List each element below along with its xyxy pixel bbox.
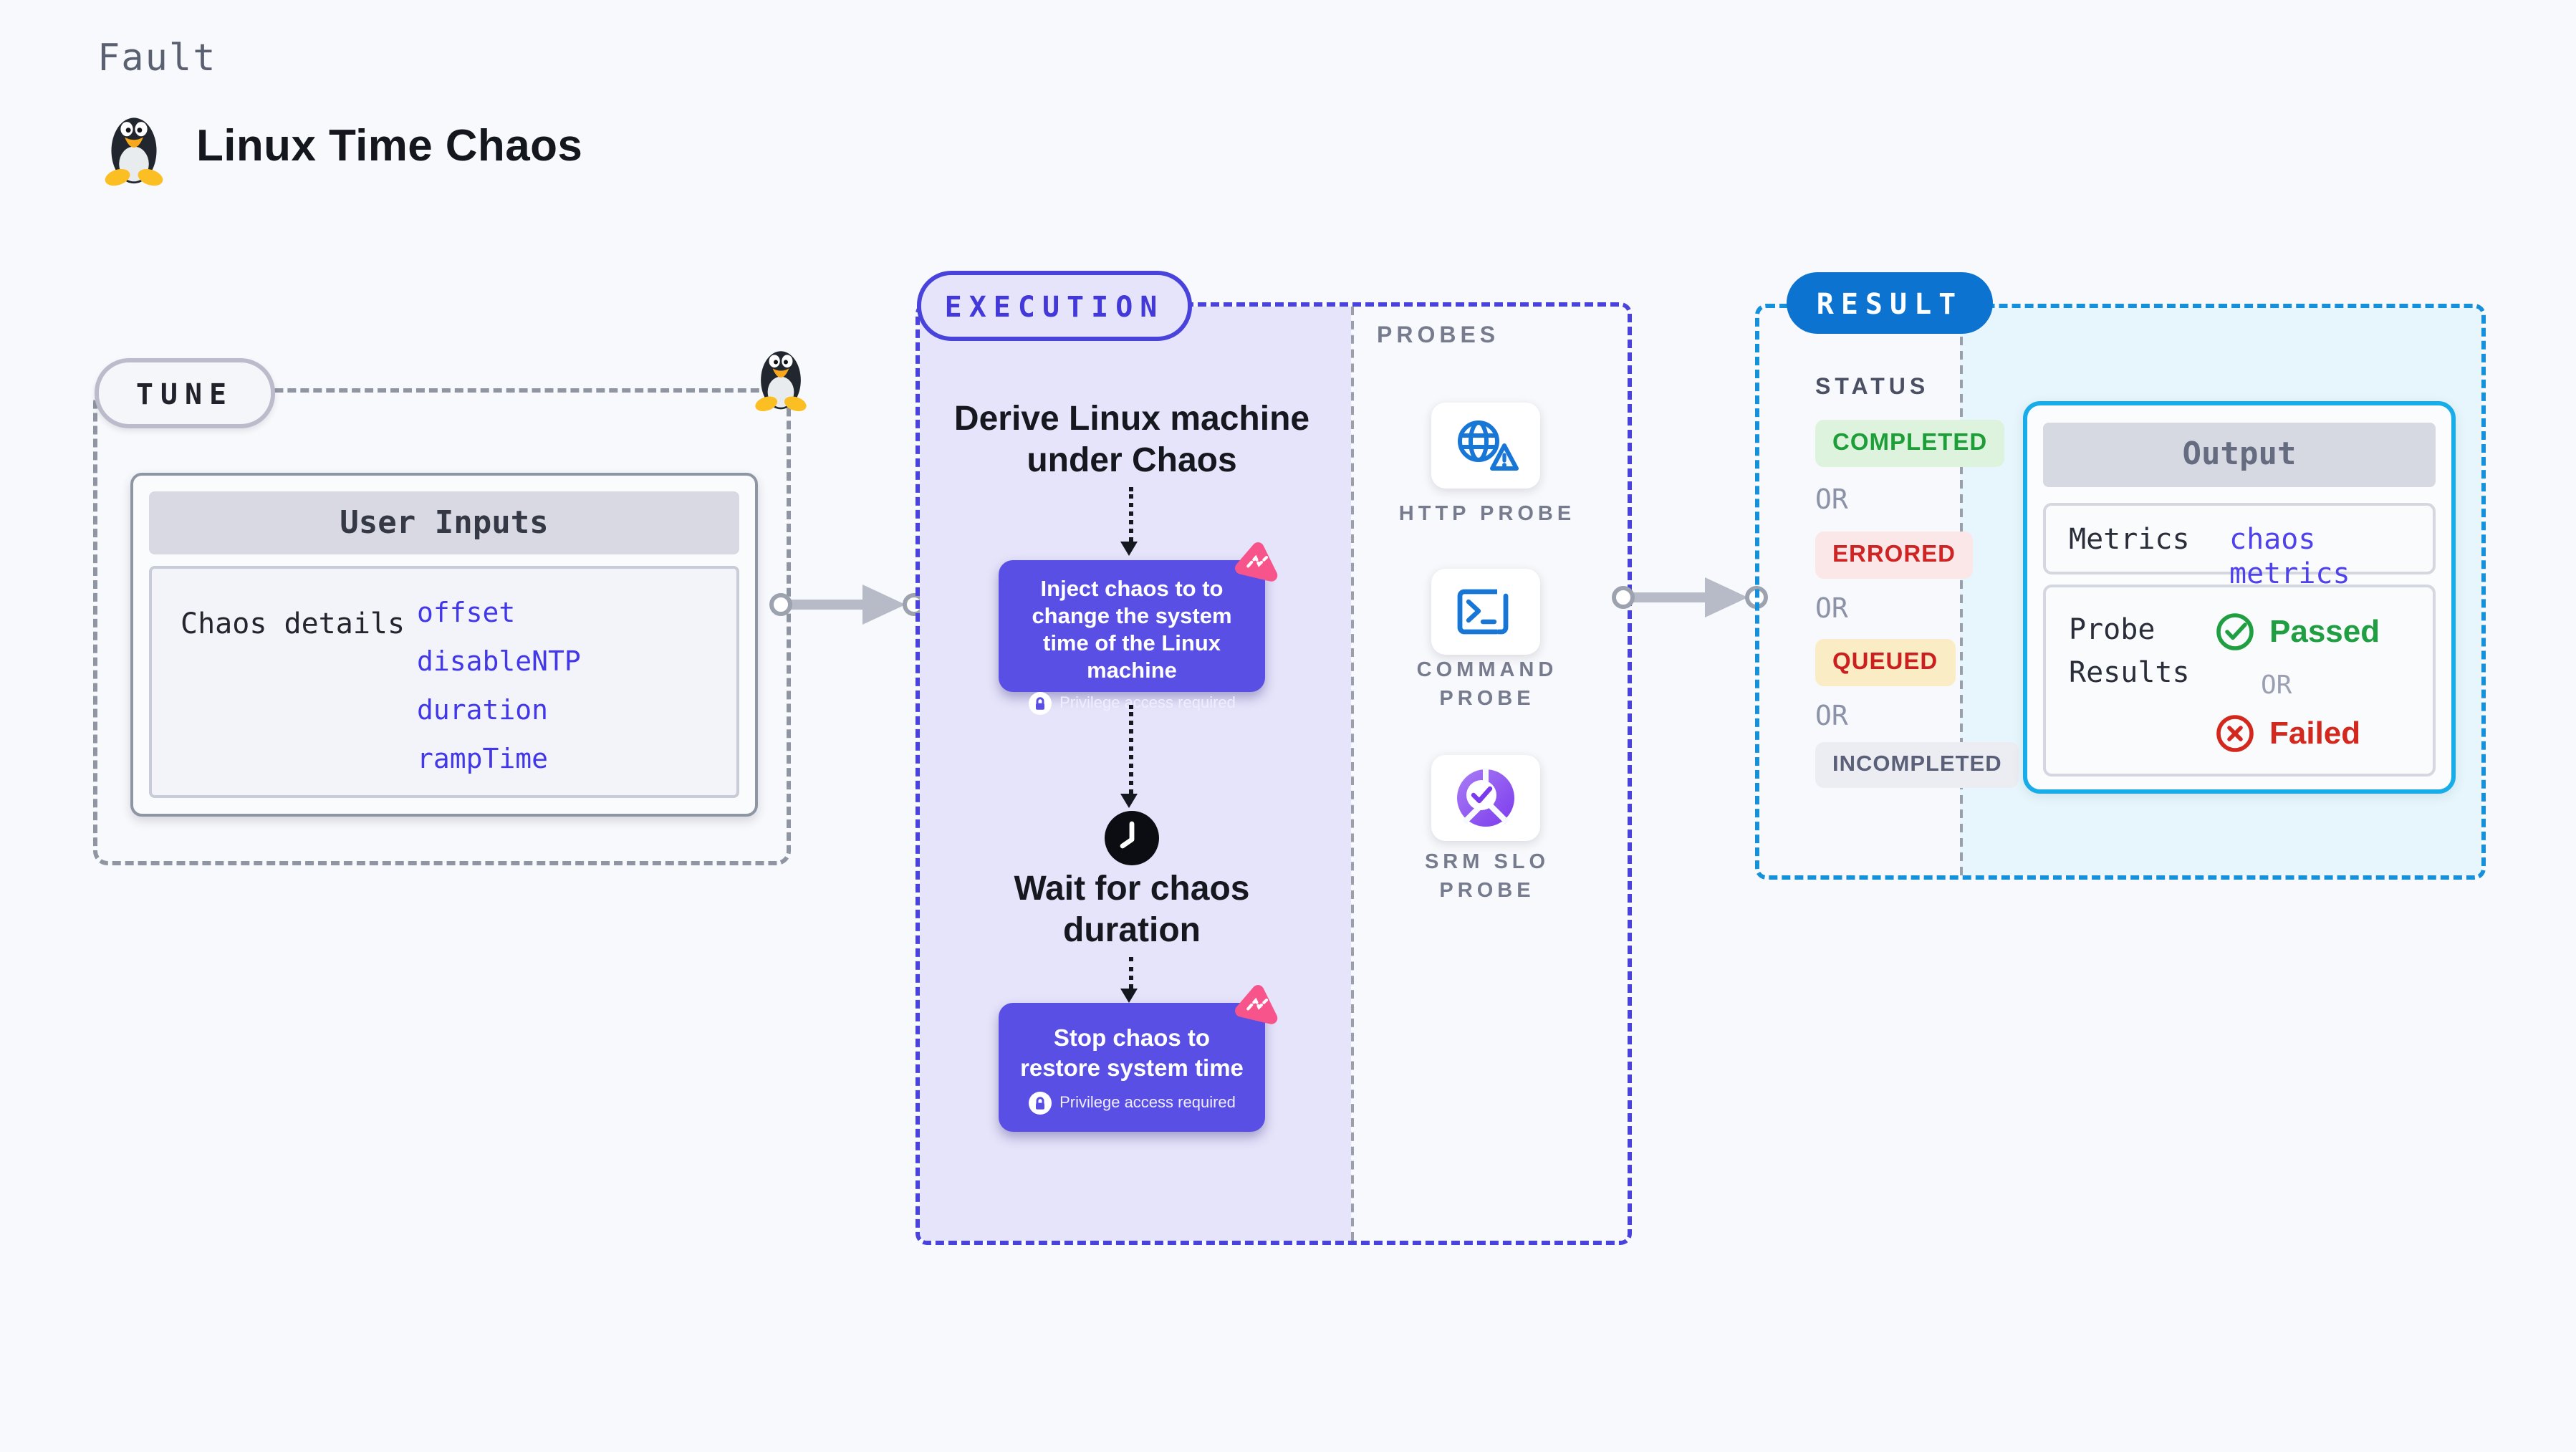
or-separator: OR (1815, 701, 1848, 732)
wait-step-label: Wait for chaos duration (1014, 870, 1250, 950)
stop-chaos-node: Stop chaos to restore system time Privil… (999, 985, 1278, 1132)
lock-icon (1028, 1092, 1052, 1115)
http-probe-label: HTTP PROBE (1398, 503, 1576, 526)
tune-region (93, 388, 791, 865)
flow-arrowhead (1120, 989, 1138, 1003)
lock-icon (1028, 692, 1052, 715)
output-title: Output (2043, 423, 2436, 487)
x-circle-icon (2216, 715, 2254, 752)
input-link-ramptime[interactable]: rampTime (417, 744, 549, 775)
page-title: Linux Time Chaos (196, 120, 583, 170)
tune-to-execution-arrow (769, 585, 926, 625)
status-badge-queued: QUEUED (1815, 639, 1956, 686)
chaos-metrics-link[interactable]: chaos metrics (2229, 521, 2350, 590)
tux-penguin-icon-small (755, 351, 807, 411)
globe-warning-icon (1458, 420, 1519, 471)
status-badge-incompleted: INCOMPLETED (1815, 742, 2019, 788)
inject-chaos-node: Inject chaos to to change the system tim… (999, 542, 1278, 715)
privilege-note-text: Privilege access required (1059, 1095, 1236, 1112)
privilege-note: Privilege access required (999, 692, 1265, 715)
tux-penguin-icon (105, 117, 163, 186)
metrics-row: Metrics chaos metrics (2043, 503, 2436, 590)
privilege-note: Privilege access required (999, 1092, 1265, 1115)
slo-donut-icon (1457, 768, 1514, 827)
fault-eyebrow-label: Fault (97, 37, 217, 80)
user-inputs-table: Chaos details offset disableNTP duration… (149, 566, 739, 798)
terminal-icon (1457, 589, 1509, 635)
metrics-label: Metrics (2069, 521, 2190, 556)
user-inputs-title: User Inputs (149, 491, 739, 554)
command-probe-label: COMMAND PROBE (1416, 659, 1558, 711)
chaos-inputs-list: offset disableNTP duration rampTime (417, 589, 581, 784)
passed-verdict: Passed (2215, 612, 2380, 652)
inject-chaos-label: Inject chaos to to change the system tim… (1032, 577, 1232, 683)
failed-text: Failed (2269, 715, 2361, 751)
tune-section-pill: TUNE (95, 358, 275, 428)
or-separator: OR (2261, 670, 2292, 701)
privilege-note-text: Privilege access required (1059, 695, 1236, 712)
flow-dotted-line (1129, 957, 1133, 989)
input-link-disablentp[interactable]: disableNTP (417, 646, 581, 678)
chaos-logo-icon (1235, 985, 1278, 1024)
chaos-logo-icon (1235, 542, 1278, 582)
input-link-offset[interactable]: offset (417, 597, 516, 629)
check-circle-icon (2216, 613, 2254, 650)
probe-results-label: Probe Results (2069, 612, 2190, 689)
http-probe-card (1431, 403, 1540, 489)
status-badge-completed: COMPLETED (1815, 420, 2005, 467)
srm-slo-probe-card (1431, 755, 1540, 841)
derive-step-label: Derive Linux machine under Chaos (953, 400, 1310, 480)
output-card: Output Metrics chaos metrics Probe Resul… (2023, 401, 2456, 794)
clock-icon (1105, 811, 1159, 865)
or-separator: OR (1815, 593, 1848, 625)
srm-slo-probe-label: SRM SLO PROBE (1424, 851, 1550, 903)
probe-results-row: Probe Results Passed OR Failed (2043, 585, 2436, 777)
input-link-duration[interactable]: duration (417, 695, 549, 726)
status-badge-errored: ERRORED (1815, 532, 1974, 579)
probes-heading: PROBES (1377, 324, 1500, 348)
flow-arrowhead (1120, 542, 1138, 556)
stop-chaos-label: Stop chaos to restore system time (1020, 1026, 1244, 1082)
result-section-pill: RESULT (1787, 272, 1993, 334)
status-heading: STATUS (1815, 375, 1930, 400)
execution-to-result-arrow (1612, 577, 1768, 617)
chaos-details-label: Chaos details (181, 606, 405, 640)
failed-verdict: Failed (2215, 713, 2360, 754)
flow-arrowhead (1120, 794, 1138, 808)
execution-section-pill: EXECUTION (917, 271, 1192, 341)
command-probe-card (1431, 569, 1540, 655)
passed-text: Passed (2269, 613, 2380, 649)
flow-dotted-line (1129, 705, 1133, 794)
user-inputs-card: User Inputs Chaos details offset disable… (130, 473, 758, 817)
flow-dotted-line (1129, 487, 1133, 542)
or-separator: OR (1815, 484, 1848, 516)
